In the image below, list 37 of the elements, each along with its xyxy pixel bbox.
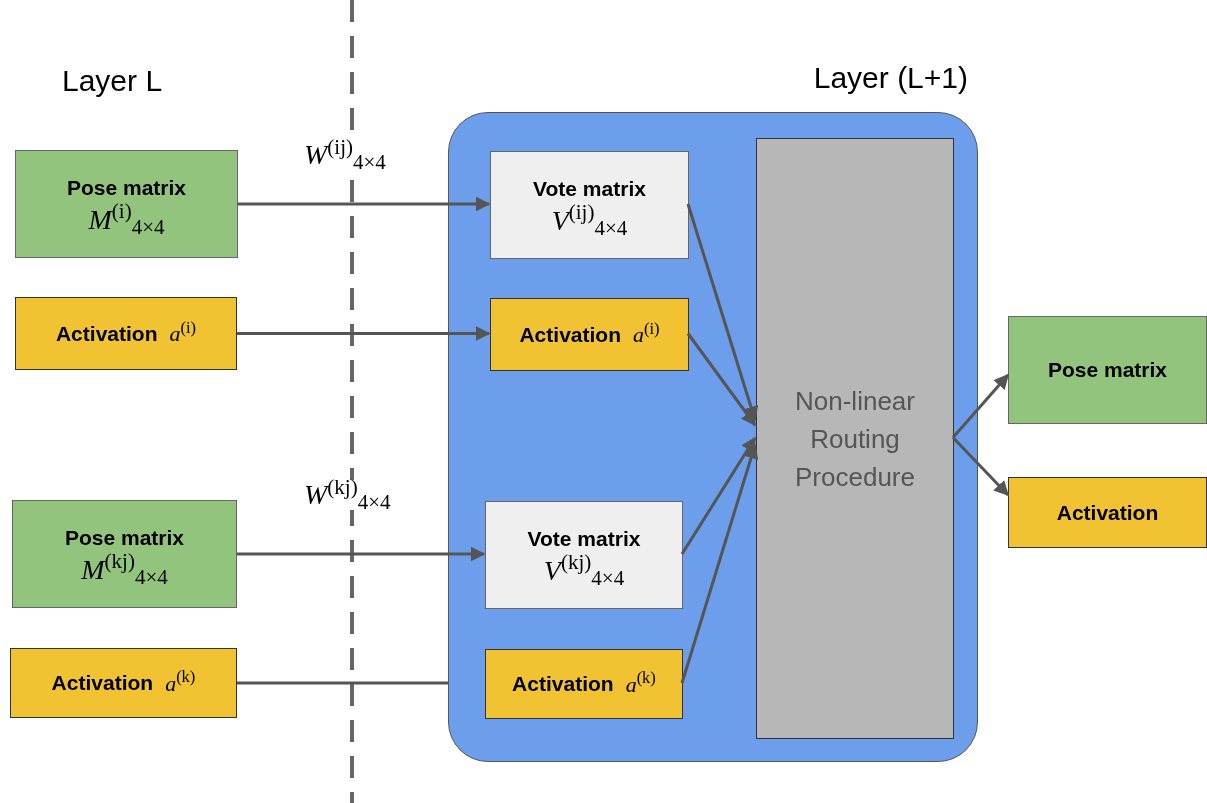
vote-matrix-box [490,151,689,259]
vote-matrix-box [485,501,683,609]
arrow [680,436,757,555]
pose-matrix-box [12,500,237,608]
box-title: Activation [1056,499,1159,526]
math-symbol: a$^{(k)}$ [165,666,196,698]
routing-box [756,138,954,739]
box-title: Activation [55,320,158,347]
box-title: Vote matrix [533,176,646,203]
math-symbol: a$^{(k)}$ [625,667,656,699]
box-title: Activation [519,321,621,348]
box-title: Activation [51,670,154,697]
box-title: Pose matrix [64,525,185,552]
activation-box [10,648,237,718]
box-title: Activation [512,671,614,698]
routing-label: Non-linear Routing Procedure [794,384,916,494]
arrow [686,332,757,427]
math-symbol: a$^{(i)}$ [632,318,660,349]
activation-box [490,298,689,371]
activation-box [485,649,683,719]
activation-box [15,297,237,370]
box-title: Pose matrix [66,175,187,202]
arrow [680,443,759,684]
pose-matrix-box [1008,316,1207,424]
box-title: Vote matrix [527,526,641,553]
layer-heading: Layer (L+1) [813,60,968,96]
layer-heading: Layer L [62,63,163,99]
box-title: Pose matrix [1047,357,1168,384]
arrow [951,373,1010,439]
arrow [686,203,759,422]
arrow [237,546,486,562]
math-symbol: a$^{(i)}$ [169,317,197,348]
arrow [237,326,491,341]
arrow [238,196,491,212]
activation-box [1008,477,1207,548]
arrow [951,436,1010,497]
pose-matrix-box [15,150,238,258]
